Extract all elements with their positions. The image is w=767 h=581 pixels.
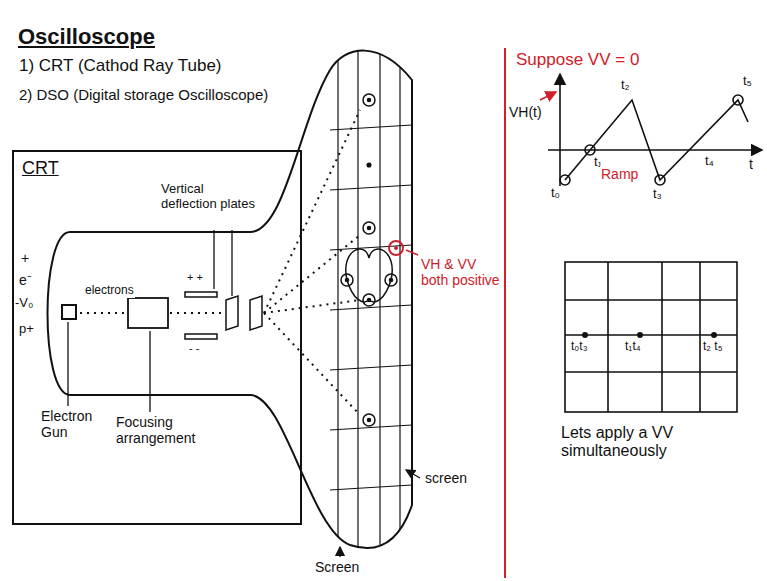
ramp-graph xyxy=(548,74,762,198)
divider-line xyxy=(504,48,506,578)
list-item: 1) CRT (Cathod Ray Tube) xyxy=(18,56,223,76)
leader-lines xyxy=(68,230,420,557)
particle-label: e⁻ xyxy=(18,272,33,288)
plate-polarity: - - xyxy=(188,342,200,355)
voltage-label: -V₀ xyxy=(14,296,34,311)
screen-grid xyxy=(330,50,412,550)
frame-heading: CRT xyxy=(22,158,59,179)
screen-spots xyxy=(341,94,397,426)
part-name: Electron Gun xyxy=(40,408,112,440)
page-title: Oscilloscope xyxy=(18,24,155,50)
note: VH & VV both positive xyxy=(420,256,502,288)
deflection-plate xyxy=(185,334,217,339)
time-label: t₁t₄ xyxy=(624,340,642,354)
focusing-box xyxy=(128,298,168,328)
signal-name: VH(t) xyxy=(508,104,543,120)
electron-beam xyxy=(80,110,360,415)
red-spot xyxy=(389,241,418,255)
particle-label: p+ xyxy=(18,322,35,337)
waveform-name: Ramp xyxy=(600,166,639,182)
screen-box xyxy=(565,262,737,412)
electron-gun xyxy=(62,305,76,319)
time-label: t₅ xyxy=(742,74,753,89)
deflection-plate xyxy=(185,292,217,297)
deflection-plate xyxy=(250,296,262,330)
signal-pointer xyxy=(540,92,556,100)
plate-polarity: + + xyxy=(186,271,204,284)
time-label: t₀t₃ xyxy=(570,340,589,354)
part-name: Vertical deflection plates xyxy=(160,182,262,212)
time-label: t₀ xyxy=(550,186,561,201)
terminal-sign: + xyxy=(20,250,30,266)
note: Suppose VV = 0 xyxy=(515,50,640,70)
time-label: t₂ xyxy=(620,78,631,93)
tube-outline xyxy=(48,51,413,548)
part-name: screen xyxy=(424,470,468,486)
part-name: Focusing arrangement xyxy=(115,414,212,446)
list-item: 2) DSO (Digital storage Oscilloscope) xyxy=(18,86,269,103)
note: Lets apply a VV simultaneously xyxy=(560,424,742,461)
beam-label: electrons xyxy=(84,284,135,298)
time-label: t₃ xyxy=(652,187,663,202)
time-label: t₄ xyxy=(704,154,715,169)
time-label: t₂ t₅ xyxy=(702,340,724,354)
deflection-plate xyxy=(226,296,238,330)
axis-label: t xyxy=(748,156,754,172)
screen-dots xyxy=(582,332,717,338)
part-name: Screen xyxy=(314,559,360,575)
